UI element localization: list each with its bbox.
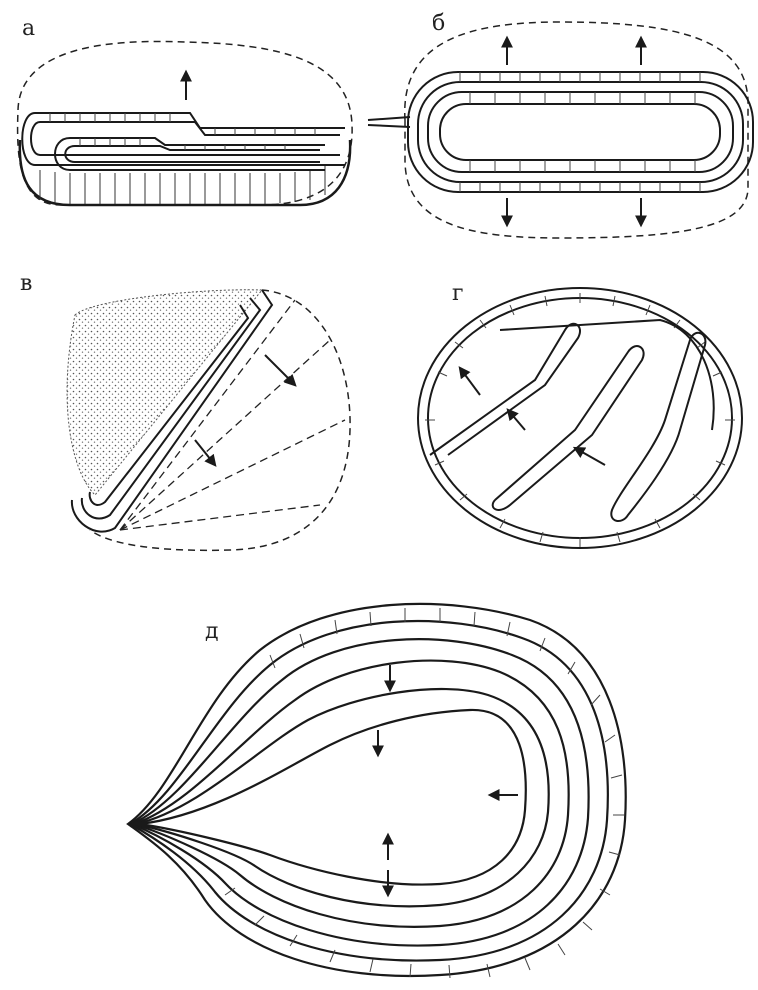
inner-folds bbox=[430, 320, 714, 521]
panel-label-v: в bbox=[20, 271, 32, 296]
envelope-outline bbox=[405, 22, 748, 238]
panel-label-b: б bbox=[432, 11, 445, 36]
growth-arrows bbox=[507, 38, 641, 225]
cell-ticks bbox=[460, 72, 700, 192]
folded-layers bbox=[408, 72, 753, 192]
panel-label-d: д bbox=[205, 619, 219, 644]
panel-d: д bbox=[128, 604, 626, 978]
envelope-outline bbox=[18, 41, 353, 205]
panel-a: а bbox=[18, 16, 353, 205]
folded-layers bbox=[22, 113, 345, 170]
panel-label-a: а bbox=[22, 16, 35, 41]
folded-layers bbox=[128, 604, 626, 976]
panel-label-g: г bbox=[452, 281, 464, 306]
yolk-mass bbox=[67, 290, 262, 495]
panel-v: в bbox=[20, 271, 350, 550]
stalk bbox=[368, 117, 410, 127]
panel-b: б bbox=[368, 11, 753, 238]
panel-g: г bbox=[418, 281, 742, 548]
